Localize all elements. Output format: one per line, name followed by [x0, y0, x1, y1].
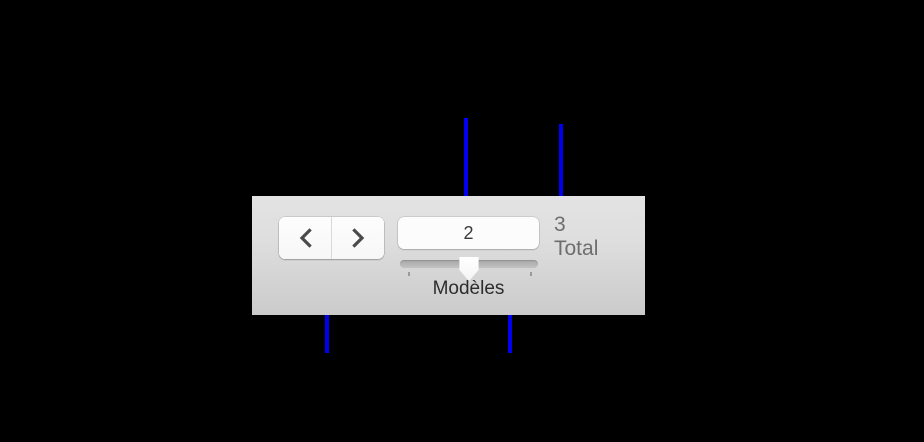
page-navigation-segmented-control[interactable] [279, 217, 384, 259]
next-page-button[interactable] [332, 217, 384, 259]
page-field-callout-line [464, 118, 468, 236]
total-readout: 3 Total [554, 213, 598, 260]
slider-thumb[interactable] [459, 257, 479, 281]
chevron-left-icon [297, 227, 314, 249]
slider-tick [408, 272, 410, 276]
page-number-field[interactable]: 2 [398, 217, 539, 249]
toolbar-panel: 2 Modèles 3 Total [252, 196, 645, 315]
page-number-value: 2 [463, 223, 474, 243]
total-count: 3 [554, 213, 566, 236]
slider-tick [530, 272, 532, 276]
chevron-right-icon [350, 227, 367, 249]
total-callout-line [559, 124, 563, 215]
total-label: Total [554, 236, 599, 260]
models-slider-label: Modèles [432, 278, 505, 299]
models-slider[interactable] [400, 257, 538, 281]
previous-page-button[interactable] [279, 217, 332, 259]
